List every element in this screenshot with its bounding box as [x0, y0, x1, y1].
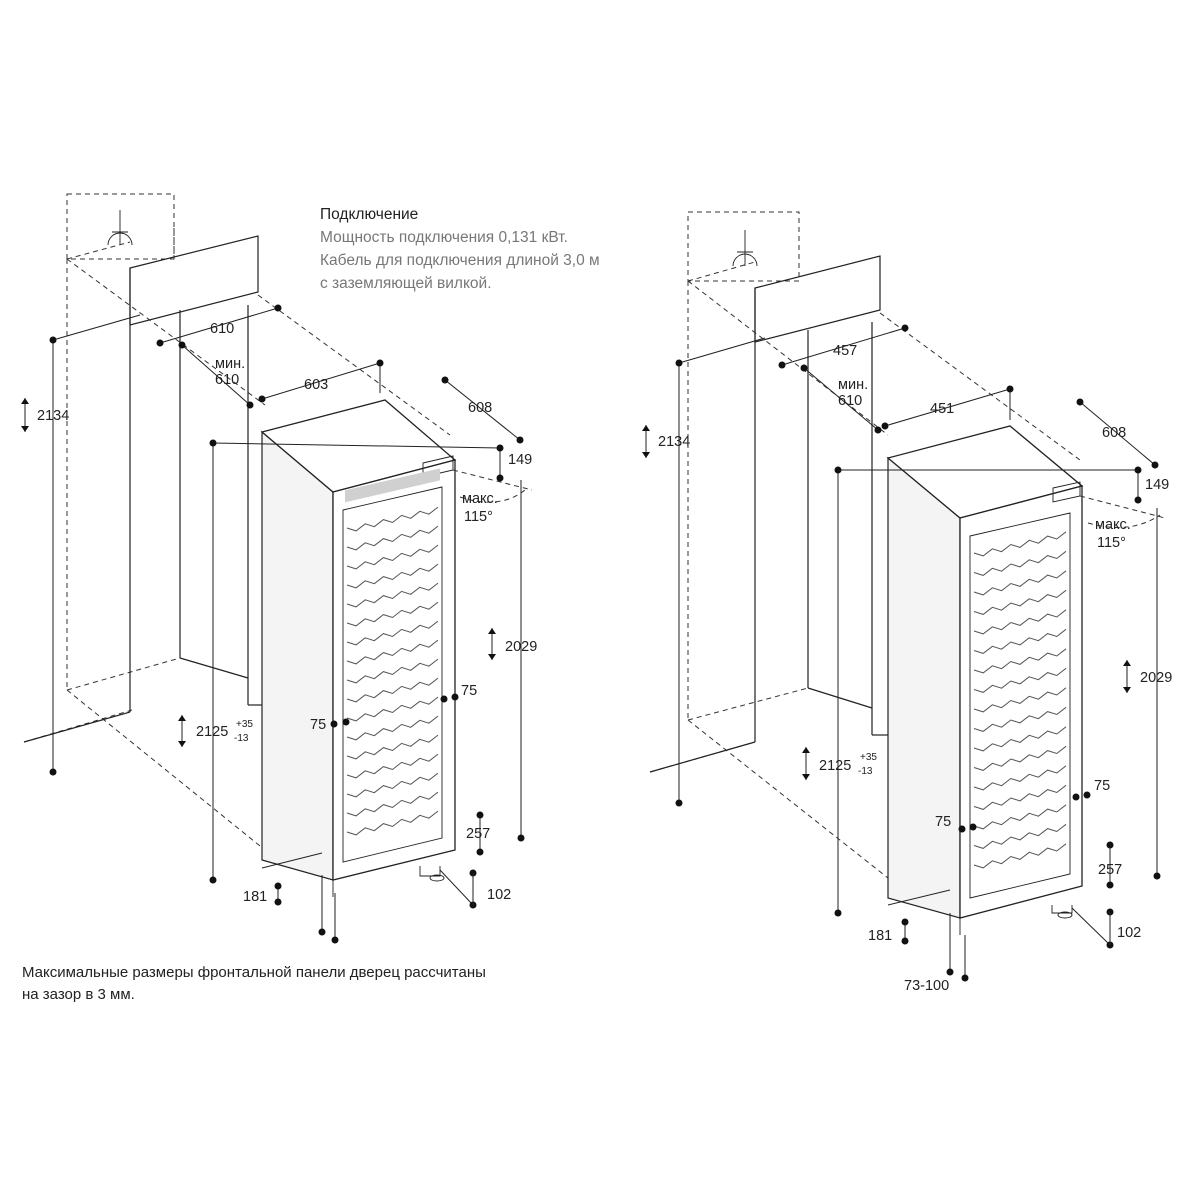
connection-power: Мощность подключения 0,131 кВт. [320, 229, 568, 246]
wine-shelf [346, 791, 439, 817]
wine-shelf [973, 765, 1067, 791]
connection-info: Подключение Мощность подключения 0,131 к… [320, 203, 600, 295]
left-bottom-102: 102 [487, 887, 511, 903]
left-tol-minus: -13 [234, 733, 249, 744]
wine-shelf [346, 734, 439, 760]
wine-shelf [346, 563, 439, 589]
wine-shelf [346, 601, 439, 627]
connection-cable-line1: Кабель для подключения длиной 3,0 м [320, 252, 600, 269]
wine-shelf [973, 531, 1067, 557]
right-plinth: 73-100 [904, 978, 949, 994]
connection-cable-line2: с заземляющей вилкой. [320, 275, 492, 292]
left-niche-outline [23, 193, 451, 851]
right-niche-depth: 457 [833, 343, 857, 359]
left-unit: 2134 610 мин. 610 603 608 149 макс. 115°… [21, 193, 537, 944]
right-tol-minus: -13 [858, 766, 873, 777]
left-width: 603 [304, 377, 328, 393]
left-min-depth: 610 [215, 372, 239, 388]
left-height-adjust: 2125 [196, 724, 228, 740]
wine-shelf [346, 658, 439, 684]
wine-shelf [346, 810, 439, 836]
right-height-adjust: 2125 [819, 758, 851, 774]
left-depth: 608 [468, 400, 492, 416]
left-bottom-181: 181 [243, 889, 267, 905]
left-hinge-right: 75 [461, 683, 477, 699]
right-angle: 115° [1097, 535, 1126, 551]
wine-shelf [973, 628, 1067, 654]
wine-shelf [973, 609, 1067, 635]
wine-shelf [973, 667, 1067, 693]
wine-shelf [973, 570, 1067, 596]
right-cabinet [649, 255, 888, 773]
left-wine-shelves [346, 506, 439, 836]
wine-shelf [346, 677, 439, 703]
left-tol-plus: +35 [236, 719, 253, 730]
wine-shelf [346, 639, 439, 665]
right-dimensions [642, 324, 1166, 982]
left-min-label: мин. [215, 356, 245, 372]
right-bottom-181: 181 [868, 928, 892, 944]
left-angle: 115° [464, 509, 493, 525]
wine-shelf [346, 525, 439, 551]
right-min-depth: 610 [838, 393, 862, 409]
wine-shelf [973, 804, 1067, 830]
right-unit: 2134 457 мин. 610 451 608 149 макс. 115°… [642, 211, 1172, 994]
left-dimensions [21, 304, 533, 944]
right-bottom-257: 257 [1098, 862, 1122, 878]
right-height-total: 2029 [1140, 670, 1172, 686]
wine-shelf [346, 620, 439, 646]
right-tol-plus: +35 [860, 752, 877, 763]
wine-shelf [346, 544, 439, 570]
left-labels: 2134 610 мин. 610 603 608 149 макс. 115°… [37, 321, 537, 905]
right-top-offset: 149 [1145, 477, 1169, 493]
wine-shelf [973, 706, 1067, 732]
right-hinge-right: 75 [1094, 778, 1110, 794]
wine-shelf [973, 823, 1067, 849]
right-niche-height: 2134 [658, 434, 690, 450]
left-niche-height: 2134 [37, 408, 69, 424]
right-appliance [886, 425, 1084, 935]
footnote-line1: Максимальные размеры фронтальной панели … [22, 964, 486, 981]
wine-shelf [973, 648, 1067, 674]
wine-shelf [346, 506, 439, 532]
wine-shelf [973, 784, 1067, 810]
wine-shelf [973, 687, 1067, 713]
left-appliance [260, 399, 457, 897]
wine-shelf [346, 696, 439, 722]
left-height-total: 2029 [505, 639, 537, 655]
connection-heading: Подключение [320, 206, 419, 223]
wine-shelf [346, 715, 439, 741]
right-depth: 608 [1102, 425, 1126, 441]
footnote: Максимальные размеры фронтальной панели … [22, 962, 486, 1006]
wine-shelf [973, 589, 1067, 615]
right-angle-label: макс. [1095, 517, 1131, 533]
wine-shelf [973, 726, 1067, 752]
left-hinge-left: 75 [310, 717, 326, 733]
wine-shelf [346, 582, 439, 608]
right-wine-shelves [973, 531, 1067, 869]
wine-shelf [346, 772, 439, 798]
left-bottom-257: 257 [466, 826, 490, 842]
right-min-label: мин. [838, 377, 868, 393]
right-labels: 2134 457 мин. 610 451 608 149 макс. 115°… [658, 343, 1172, 994]
right-hinge-left: 75 [935, 814, 951, 830]
left-niche-depth: 610 [210, 321, 234, 337]
wine-shelf [973, 745, 1067, 771]
wine-shelf [346, 753, 439, 779]
wine-shelf [973, 843, 1067, 869]
left-cabinet [23, 235, 262, 743]
footnote-line2: на зазор в 3 мм. [22, 986, 135, 1003]
wine-shelf [973, 550, 1067, 576]
left-top-offset: 149 [508, 452, 532, 468]
left-angle-label: макс. [462, 491, 498, 507]
right-bottom-102: 102 [1117, 925, 1141, 941]
right-width: 451 [930, 401, 954, 417]
